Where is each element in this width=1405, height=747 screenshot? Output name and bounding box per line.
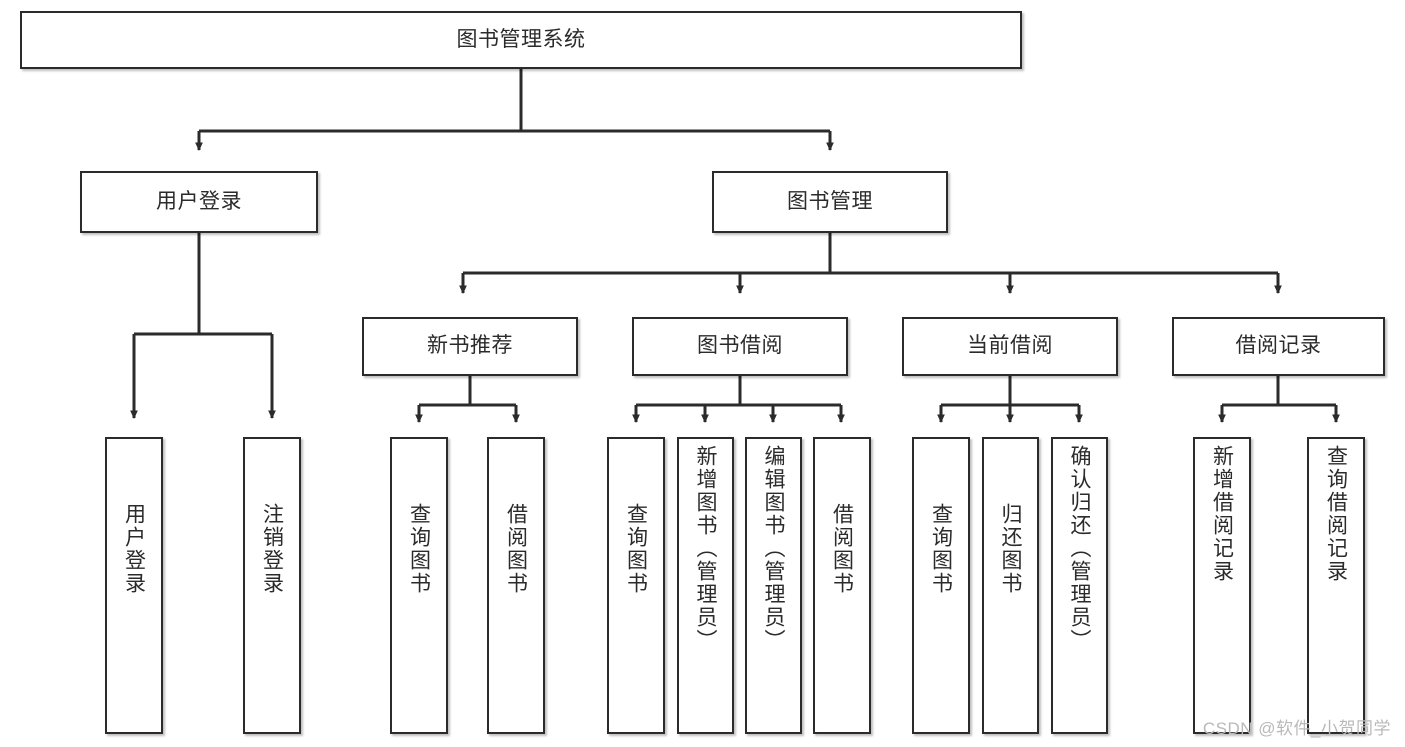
- node-leaf-query-book-newbook[interactable]: 查询图书: [390, 437, 448, 734]
- node-label: 新书推荐: [427, 334, 513, 358]
- node-new-book-recommend[interactable]: 新书推荐: [362, 317, 578, 376]
- node-leaf-query-book-borrow[interactable]: 查询图书: [607, 437, 665, 734]
- node-leaf-borrow-book-newbook[interactable]: 借阅图书: [487, 437, 545, 734]
- node-leaf-query-borrow-record[interactable]: 查询借阅记录: [1307, 437, 1365, 734]
- node-leaf-logout[interactable]: 注销登录: [243, 437, 301, 734]
- node-label: 查询图书: [929, 503, 953, 595]
- node-book-borrow[interactable]: 图书借阅: [632, 317, 848, 376]
- node-leaf-user-login[interactable]: 用户登录: [105, 437, 163, 734]
- node-leaf-add-book-admin[interactable]: 新增图书（管理员）: [677, 437, 734, 734]
- node-label: 编辑图书（管理员）: [762, 445, 786, 652]
- node-leaf-add-borrow-record[interactable]: 新增借阅记录: [1193, 437, 1251, 734]
- node-label: 查询借阅记录: [1324, 445, 1348, 583]
- node-label: 注销登录: [260, 503, 284, 595]
- node-label: 查询图书: [407, 503, 431, 595]
- node-label: 图书管理: [787, 189, 873, 213]
- node-user-login[interactable]: 用户登录: [80, 171, 318, 233]
- node-label: 图书借阅: [697, 334, 783, 358]
- node-label: 借阅图书: [504, 503, 528, 595]
- node-leaf-query-book-current[interactable]: 查询图书: [912, 437, 970, 734]
- node-label: 借阅图书: [830, 503, 854, 595]
- watermark: CSDN @软件_小贺同学: [1202, 719, 1391, 738]
- node-label: 图书管理系统: [456, 27, 586, 51]
- node-label: 归还图书: [999, 503, 1023, 595]
- node-label: 确认归还（管理员）: [1068, 445, 1092, 652]
- node-label: 当前借阅: [967, 334, 1053, 358]
- node-label: 新增借阅记录: [1210, 445, 1234, 583]
- node-leaf-confirm-return-admin[interactable]: 确认归还（管理员）: [1051, 437, 1108, 734]
- node-book-management[interactable]: 图书管理: [712, 171, 948, 233]
- node-label: 用户登录: [122, 503, 146, 595]
- node-leaf-edit-book-admin[interactable]: 编辑图书（管理员）: [745, 437, 802, 734]
- node-label: 新增图书（管理员）: [694, 445, 718, 652]
- node-label: 借阅记录: [1235, 334, 1322, 358]
- node-current-borrow[interactable]: 当前借阅: [902, 317, 1118, 376]
- node-borrow-record[interactable]: 借阅记录: [1172, 317, 1385, 376]
- node-leaf-return-book[interactable]: 归还图书: [982, 437, 1039, 734]
- node-leaf-borrow-book-borrow[interactable]: 借阅图书: [813, 437, 871, 734]
- node-label: 用户登录: [156, 189, 242, 213]
- node-label: 查询图书: [624, 503, 648, 595]
- node-root-book-management-system[interactable]: 图书管理系统: [20, 11, 1022, 69]
